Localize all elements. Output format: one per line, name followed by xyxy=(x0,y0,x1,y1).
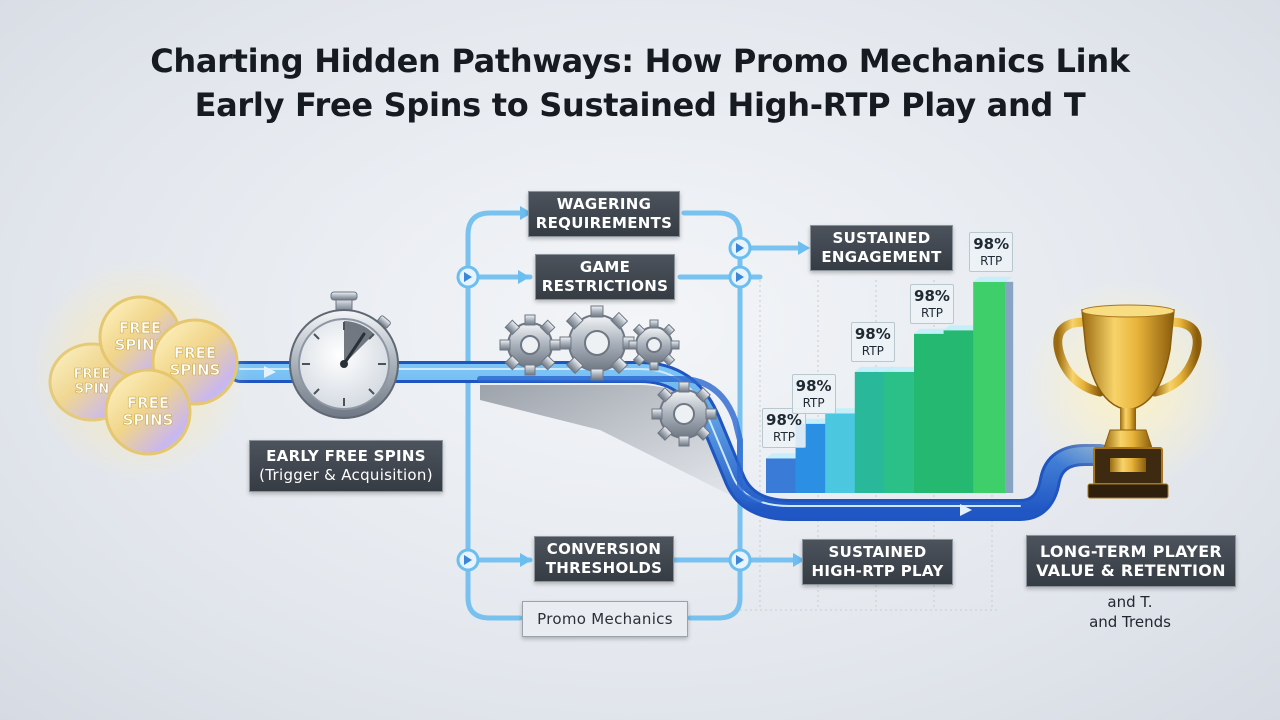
wagering-requirements-label: WAGERING REQUIREMENTS xyxy=(528,191,680,237)
rtp-value: 98% xyxy=(795,376,832,395)
trends-caption: and T. and Trends xyxy=(1089,593,1171,631)
rtp-unit: RTP xyxy=(861,343,884,358)
rtp-value: 98% xyxy=(766,411,802,430)
rtp-label-2: 98%RTP xyxy=(791,373,836,414)
free-spins-coin-3: FREE SPINS xyxy=(151,318,239,406)
flow-arrowheads xyxy=(264,366,972,516)
gears-icon xyxy=(499,305,717,447)
rtp-value: 98% xyxy=(973,234,1010,253)
sustained-engagement-label: SUSTAINED ENGAGEMENT xyxy=(810,225,953,271)
rtp-label-1: 98%RTP xyxy=(762,408,806,449)
page-title-line-1: Charting Hidden Pathways: How Promo Mech… xyxy=(150,42,1130,80)
rtp-value: 98% xyxy=(914,286,950,305)
page-title-line-2: Early Free Spins to Sustained High-RTP P… xyxy=(194,86,1086,124)
svg-text:SPINS: SPINS xyxy=(115,336,166,354)
rtp-unit: RTP xyxy=(980,253,1003,268)
free-spins-coin-4: FREE SPINS xyxy=(104,368,192,456)
rtp-value: 98% xyxy=(854,324,891,343)
game-restrictions-label: GAME RESTRICTIONS xyxy=(535,254,675,300)
bar-8 xyxy=(973,276,1014,493)
long-term-player-value-label: LONG-TERM PLAYER VALUE & RETENTION xyxy=(1026,535,1236,587)
branch-arrowheads xyxy=(518,206,810,567)
rtp-label-5: 98%RTP xyxy=(969,231,1014,272)
rtp-unit: RTP xyxy=(772,430,796,445)
early-free-spins-label: EARLY FREE SPINS (Trigger & Acquisition) xyxy=(249,440,443,492)
svg-text:FREE: FREE xyxy=(174,344,216,362)
sustained-high-rtp-play-label: SUSTAINED HIGH-RTP PLAY xyxy=(802,539,953,585)
svg-text:SPINS: SPINS xyxy=(123,411,174,429)
conversion-thresholds-label: CONVERSION THRESHOLDS xyxy=(534,536,674,582)
rtp-label-3: 98%RTP xyxy=(850,321,895,362)
svg-text:SPIN: SPIN xyxy=(75,382,110,397)
stopwatch-icon xyxy=(289,291,399,419)
svg-text:FREE: FREE xyxy=(74,367,111,382)
rtp-unit: RTP xyxy=(802,395,825,410)
free-spins-coins: FREE SPIN FREE SPINS FREE SPINS FREE SPI… xyxy=(30,260,250,480)
promo-mechanics-label: Promo Mechanics xyxy=(522,601,688,637)
svg-text:FREE: FREE xyxy=(127,394,169,412)
svg-text:FREE: FREE xyxy=(119,319,161,337)
svg-text:SPINS: SPINS xyxy=(170,361,221,379)
trophy-icon xyxy=(1023,280,1233,499)
rtp-label-4: 98%RTP xyxy=(910,283,954,324)
rtp-unit: RTP xyxy=(920,305,944,320)
rtp-bar-chart xyxy=(766,276,1014,493)
